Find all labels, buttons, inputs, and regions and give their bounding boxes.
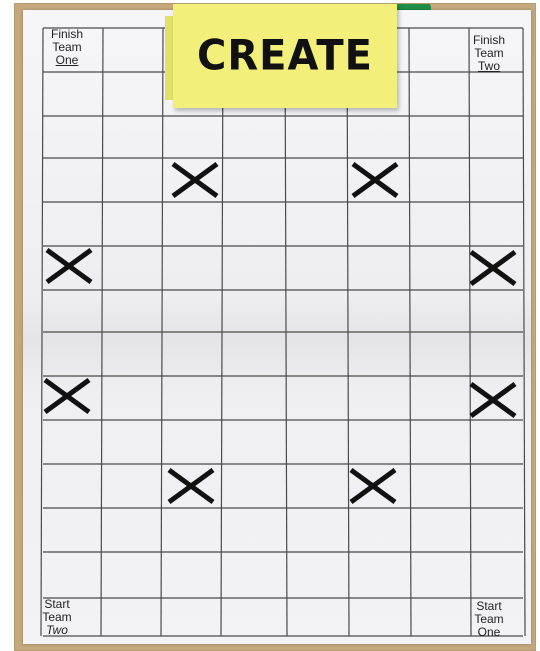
create-title: CREATE: [197, 32, 373, 80]
start-team-two-line-3: Two: [27, 624, 87, 637]
start-team-two-label: Start Team Two: [27, 598, 87, 637]
start-team-one-label: Start Team One: [459, 600, 519, 639]
x-mark: [169, 470, 213, 502]
x-mark: [353, 164, 397, 196]
finish-team-one-label: Finish Team One: [37, 28, 97, 67]
start-team-one-line-3: One: [459, 626, 519, 639]
photo-background: Finish Team One Finish Team Two Start Te…: [14, 3, 536, 651]
finish-team-one-line-3: One: [37, 54, 97, 67]
x-mark: [47, 250, 91, 282]
x-mark: [173, 164, 217, 196]
game-board-poster: Finish Team One Finish Team Two Start Te…: [23, 10, 531, 644]
grid-column-line: [41, 28, 43, 636]
x-mark: [471, 252, 515, 284]
x-mark: [471, 384, 515, 416]
finish-team-two-line-3: Two: [459, 60, 519, 73]
x-mark: [45, 380, 89, 412]
finish-team-two-label: Finish Team Two: [459, 34, 519, 73]
create-sticky-note: CREATE: [173, 4, 397, 108]
grid-column-line: [523, 28, 525, 636]
x-mark: [351, 470, 395, 502]
